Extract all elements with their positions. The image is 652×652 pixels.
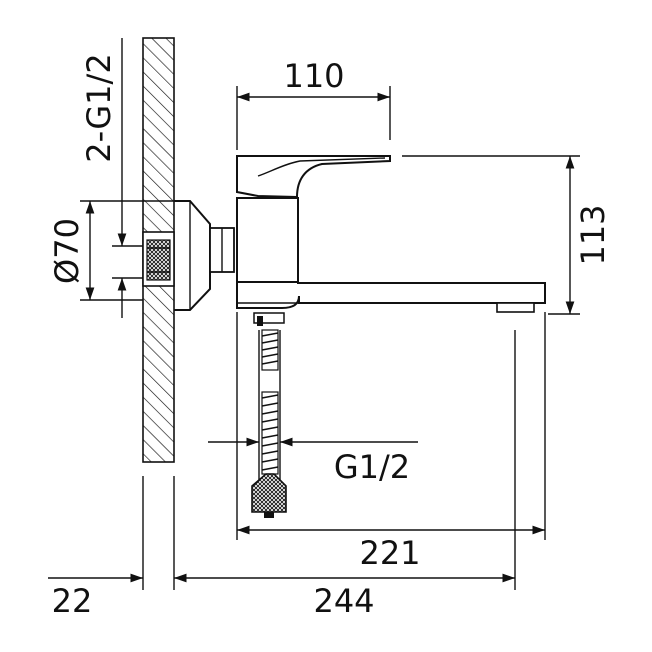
- faucet-body: [236, 155, 546, 313]
- wall-connector: [142, 200, 235, 311]
- dim-thread-vertical-label: 2-G1/2: [80, 53, 118, 162]
- dim-113-label: 113: [574, 204, 612, 265]
- dim-221-label: 221: [359, 534, 420, 572]
- dim-110-label: 110: [283, 57, 344, 95]
- dim-hose-thread-label: G1/2: [334, 448, 410, 486]
- dimension-lines: [48, 38, 580, 590]
- wall-section: [142, 37, 175, 590]
- dim-244-label: 244: [313, 582, 374, 620]
- dim-diameter-label: Ø70: [48, 218, 86, 284]
- dim-22-label: 22: [52, 582, 93, 620]
- hose: [251, 312, 287, 518]
